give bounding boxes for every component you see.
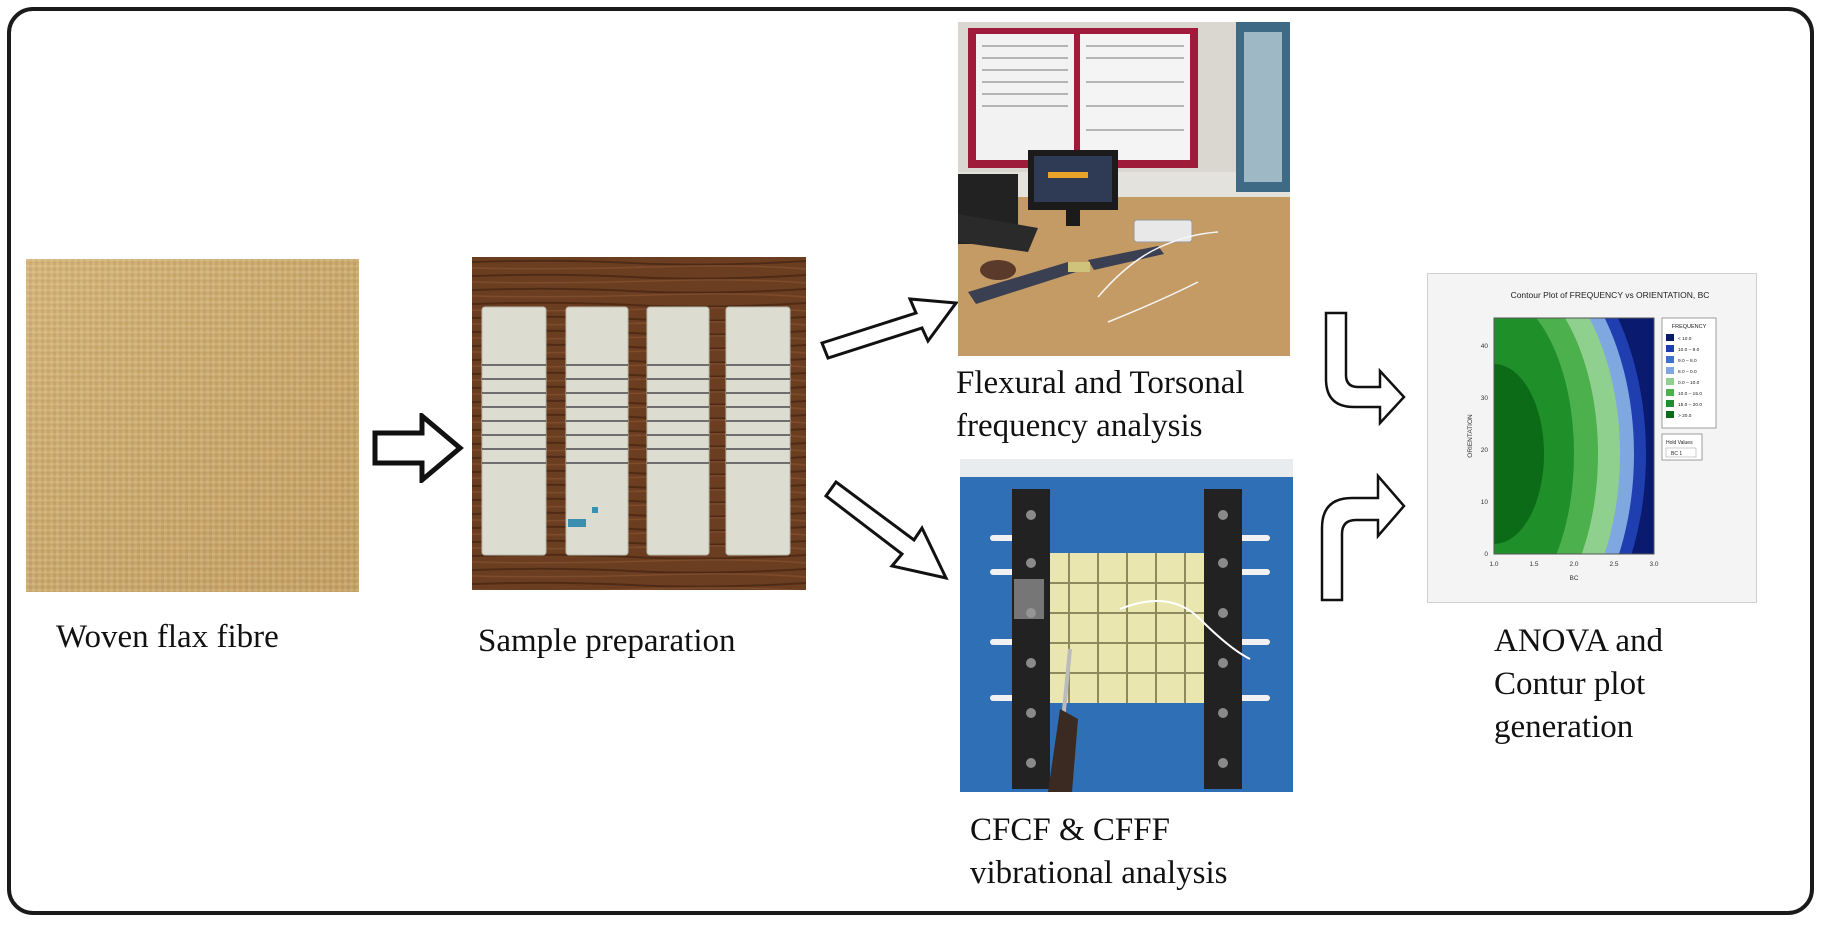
contour-hold-value: BC 1 [1671,451,1682,457]
frequency-analysis-setup-image [958,22,1290,356]
contour-legend-label: 9.0 – 8.0 [1678,358,1697,364]
contour-plot-title: Contour Plot of FREQUENCY vs ORIENTATION… [1511,290,1710,300]
bent-arrow-down-right-icon [1324,311,1406,427]
contour-legend-swatch [1666,334,1674,341]
label-anova-line2: Contur plot [1494,666,1646,702]
contour-x-tick: 1.5 [1529,561,1538,568]
contour-legend-swatch [1666,378,1674,385]
contour-y-tick: 20 [1481,447,1489,454]
bent-arrow-up-right-icon [1320,472,1406,602]
contour-legend-label: 10.0 – 9.0 [1678,347,1700,353]
label-flexural-torsonal-line2: frequency analysis [956,408,1203,444]
contour-x-tick: 3.0 [1649,561,1658,568]
contour-legend-label: 10.0 – 15.0 [1678,391,1702,397]
contour-legend-swatch [1666,356,1674,363]
label-sample-preparation: Sample preparation [478,623,736,659]
contour-y-label: ORIENTATION [1467,414,1474,458]
contour-legend-swatch [1666,367,1674,374]
vibrational-analysis-setup-image [960,459,1293,792]
arrow-right-icon [372,413,464,483]
arrow-up-right-icon [820,297,959,360]
sample-preparation-image [472,257,806,590]
arrow-down-right-icon [823,479,949,581]
contour-legend-swatch [1666,345,1674,352]
label-flexural-torsonal-line1: Flexural and Torsonal [956,365,1245,401]
contour-legend-swatch [1666,400,1674,407]
label-woven-flax-fibre: Woven flax fibre [56,619,279,655]
contour-y-tick: 0 [1484,551,1488,558]
contour-y-tick: 40 [1481,343,1489,350]
diagram-frame [7,7,1814,915]
contour-legend-label: > 20.0 [1678,413,1692,419]
contour-legend-swatch [1666,411,1674,418]
contour-legend-title: FREQUENCY [1672,324,1707,330]
contour-plot-image: Contour Plot of FREQUENCY vs ORIENTATION… [1427,273,1757,603]
label-cfcf-cfff-line2: vibrational analysis [970,855,1228,891]
contour-legend-label: 15.0 – 20.0 [1678,402,1702,408]
contour-legend-label: < 10.0 [1678,336,1692,342]
contour-y-tick: 30 [1481,395,1489,402]
contour-x-label: BC [1569,575,1578,582]
contour-x-tick: 2.5 [1609,561,1618,568]
contour-legend: FREQUENCY < 10.0 10.0 – 9.0 9.0 – 8.0 8.0 –… [1661,317,1717,461]
contour-legend-label: 8.0 – 0.0 [1678,369,1697,375]
label-cfcf-cfff-line1: CFCF & CFFF [970,812,1170,848]
contour-hold-title: Hold Values [1666,440,1693,446]
contour-legend-label: 0.0 – 10.0 [1678,380,1700,386]
woven-flax-fibre-image [26,259,359,592]
contour-legend-swatch [1666,389,1674,396]
contour-x-tick: 2.0 [1569,561,1578,568]
label-anova-line3: generation [1494,709,1634,745]
contour-y-tick: 10 [1481,499,1489,506]
label-anova-line1: ANOVA and [1494,623,1663,659]
contour-x-tick: 1.0 [1489,561,1498,568]
